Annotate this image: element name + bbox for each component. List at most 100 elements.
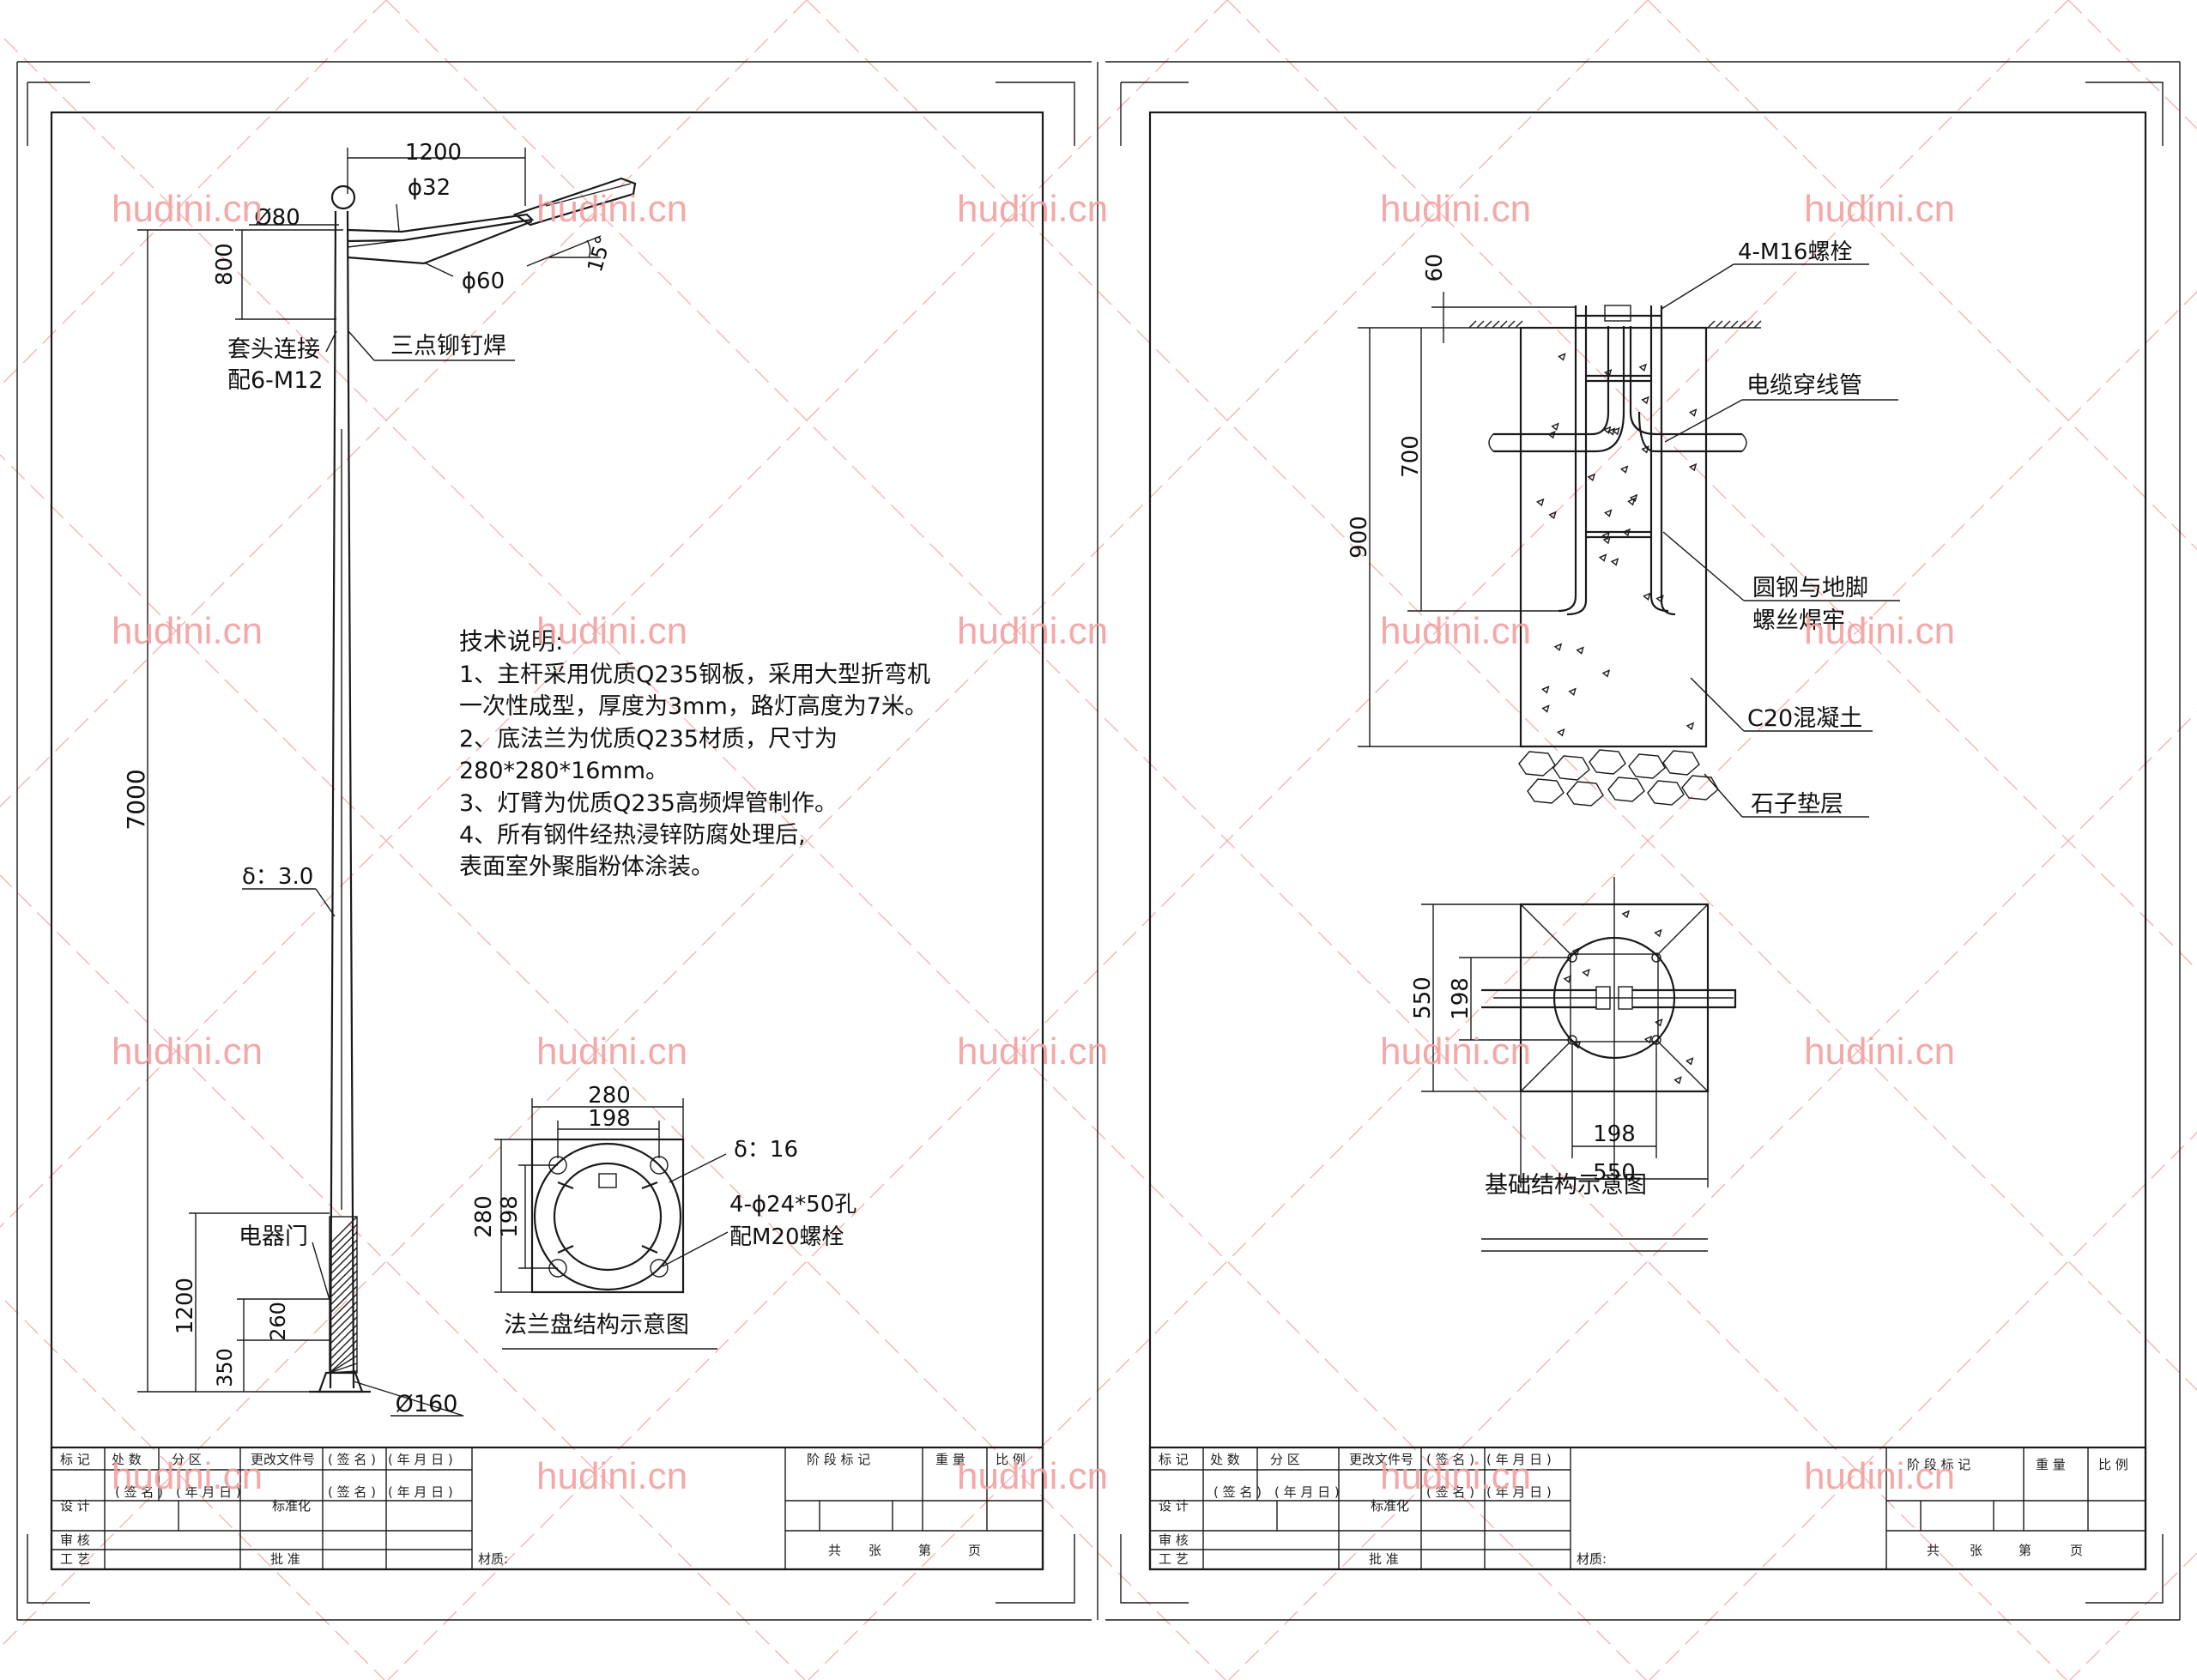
watermark-line [387, 0, 2069, 1680]
dim-arm-angle: 15° [583, 233, 616, 275]
hatch-line [329, 1254, 358, 1284]
gravel-stone [1589, 749, 1626, 775]
tech-note-line: 4、所有钢件经热浸锌防腐处理后, [459, 822, 806, 849]
watermark-line [1647, 0, 2197, 550]
tb-design-date: ( 年 月 日 ) [1274, 1484, 1340, 1500]
tb-change-doc: 更改文件号 [1349, 1452, 1413, 1467]
watermark-text: hudini.cn [1804, 188, 1955, 230]
hatch-line [1707, 320, 1716, 329]
gravel-stone [1518, 751, 1556, 777]
tb-design-sign: ( 签 名 ) [1213, 1484, 1262, 1500]
hatch-line [329, 1332, 358, 1361]
tb-approve: 批 准 [1369, 1551, 1399, 1567]
watermark-text: hudini.cn [957, 188, 1108, 230]
dim-arm-tip-dia: ϕ32 [408, 175, 451, 201]
hatch-line [329, 1301, 358, 1330]
watermark-text: hudini.cn [112, 1455, 263, 1497]
tb-material: 材质: [478, 1551, 508, 1567]
hatch-line [1730, 320, 1739, 329]
hatch-line [329, 1347, 358, 1374]
plan-dim-outer-width: 550 [1593, 1160, 1636, 1186]
tb-scale: 比 例 [996, 1452, 1026, 1467]
concrete-speckle [1572, 1040, 1582, 1049]
concrete-speckle [1688, 408, 1698, 417]
flange-caption: 法兰盘结构示意图 [504, 1312, 689, 1339]
tb-mark: 标 记 [60, 1452, 90, 1467]
gravel-stone [1647, 780, 1685, 806]
hatch-line [329, 1293, 358, 1322]
tb-sheets: 张 [869, 1543, 881, 1558]
gravel-stone [1628, 753, 1666, 779]
tb-standard-sign: ( 签 名 ) [328, 1484, 376, 1500]
tb-process: 工 艺 [1159, 1551, 1189, 1567]
flange-dim-bolt-width: 198 [588, 1106, 631, 1132]
tb-process: 工 艺 [60, 1551, 90, 1567]
flange-dim-bolt-height: 198 [497, 1195, 523, 1238]
tb-page: 页 [968, 1543, 981, 1558]
hatch-line [1746, 320, 1754, 329]
label-rivet-weld: 三点铆钉焊 [390, 333, 506, 360]
tech-note-line: 1、主杆采用优质Q235钢板，采用大型折弯机 [459, 662, 930, 688]
tb-sign: ( 签 名 ) [328, 1452, 376, 1467]
concrete-speckle [1688, 462, 1698, 472]
tb-weight: 重 量 [935, 1452, 965, 1467]
concrete-speckle [1612, 426, 1620, 436]
concrete-speckle [1551, 422, 1559, 431]
hatch-line [1507, 320, 1516, 329]
concrete-speckle [1553, 643, 1563, 651]
gravel-stone [1527, 778, 1565, 804]
tb-no: 第 [918, 1543, 931, 1558]
foundation-caption: 基础结构示意图 [1485, 1172, 1647, 1199]
watermark-line [1226, 0, 2197, 970]
watermark-text: hudini.cn [1380, 1030, 1531, 1073]
hatch-line [329, 1278, 358, 1307]
tb-design: 设 计 [1159, 1498, 1189, 1514]
tb-mark: 标 记 [1159, 1452, 1189, 1467]
dim-base-dia: Ø160 [396, 1391, 458, 1417]
concrete-speckle [1535, 498, 1545, 507]
watermark-line [806, 0, 2197, 1391]
tech-note-line: 3、灯臂为优质Q235高频焊管制作。 [459, 790, 838, 817]
tb-sheets: 张 [1970, 1543, 1982, 1558]
hatch-line [1476, 320, 1485, 329]
hatch-line [1715, 320, 1723, 329]
concrete-speckle [1576, 646, 1584, 655]
tb-date: ( 年 月 日 ) [1486, 1452, 1552, 1467]
concrete-speckle [1571, 947, 1580, 956]
gravel-stone [1552, 755, 1590, 781]
watermark-line [2067, 0, 2197, 130]
concrete-speckle [1541, 686, 1550, 694]
concrete-speckle [1598, 553, 1607, 562]
gravel-stone [1607, 777, 1645, 802]
concrete-speckle [1587, 473, 1596, 482]
hatch-line [1753, 320, 1762, 329]
tb-design-date: ( 年 月 日 ) [176, 1484, 241, 1500]
concrete-speckle [1621, 909, 1630, 919]
concrete-speckle [1610, 558, 1619, 566]
hatch-line [1499, 320, 1508, 329]
tb-approve: 批 准 [270, 1551, 300, 1567]
hatch-line [329, 1308, 358, 1338]
tb-weight: 重 量 [2036, 1457, 2066, 1472]
tb-stage: 阶 段 标 记 [1907, 1457, 1970, 1472]
watermark-line [1228, 711, 2197, 1680]
watermark-line [0, 0, 1228, 1228]
concrete-speckle [1607, 427, 1616, 436]
concrete-speckle [1686, 722, 1695, 731]
hatch-line [329, 1355, 358, 1374]
tb-count: 处 数 [1210, 1452, 1240, 1467]
tech-note-line: 2、底法兰为优质Q235材质，尺寸为 [459, 726, 838, 752]
hatch-line [1468, 320, 1477, 329]
label-cable-conduit: 电缆穿线管 [1746, 372, 1862, 399]
tech-notes-title: 技术说明: [459, 627, 563, 656]
flange-plate-drawing: 280 198 280 198 δ：16 4-ϕ24*50孔 配M20螺栓 法兰… [471, 1083, 856, 1350]
tb-total: 共 [828, 1543, 841, 1558]
tb-count: 处 数 [112, 1452, 142, 1467]
hatch-line [329, 1316, 358, 1345]
watermark-line [0, 0, 1649, 1648]
watermark-text: hudini.cn [112, 188, 263, 230]
tb-standard: 标准化 [1371, 1498, 1409, 1514]
title-block-right: 标 记 处 数 分 区 更改文件号 ( 签 名 ) ( 年 月 日 ) 设 计 … [1148, 1446, 2147, 1571]
hatch-line [1515, 320, 1523, 329]
